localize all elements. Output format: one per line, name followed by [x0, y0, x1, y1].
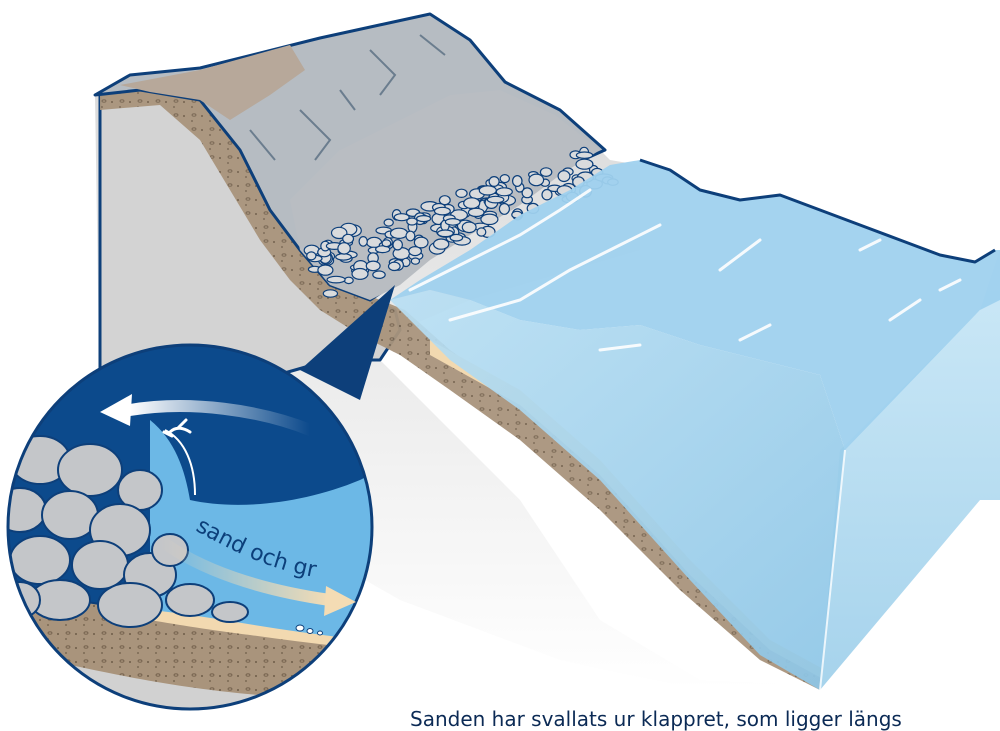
- sand-layer: [430, 340, 825, 680]
- rock-cracks: [249, 34, 446, 161]
- water-front: [390, 290, 845, 690]
- water-outline: [639, 158, 996, 264]
- water-surface: [390, 160, 1000, 450]
- sediment-arrow-icon: [154, 534, 336, 606]
- callout-pointer: [300, 285, 395, 400]
- wave-crest-icon: [162, 418, 192, 438]
- water-edge-line: [819, 449, 846, 691]
- soil-layer: [100, 85, 820, 690]
- caption: Sanden har svallats ur klappret, som lig…: [410, 707, 902, 731]
- backwash-arrow-icon: [124, 400, 316, 436]
- water-side: [820, 250, 1000, 690]
- wave-highlights: [408, 188, 962, 352]
- cobble-field: [290, 90, 600, 300]
- gravel-patch: [120, 45, 305, 120]
